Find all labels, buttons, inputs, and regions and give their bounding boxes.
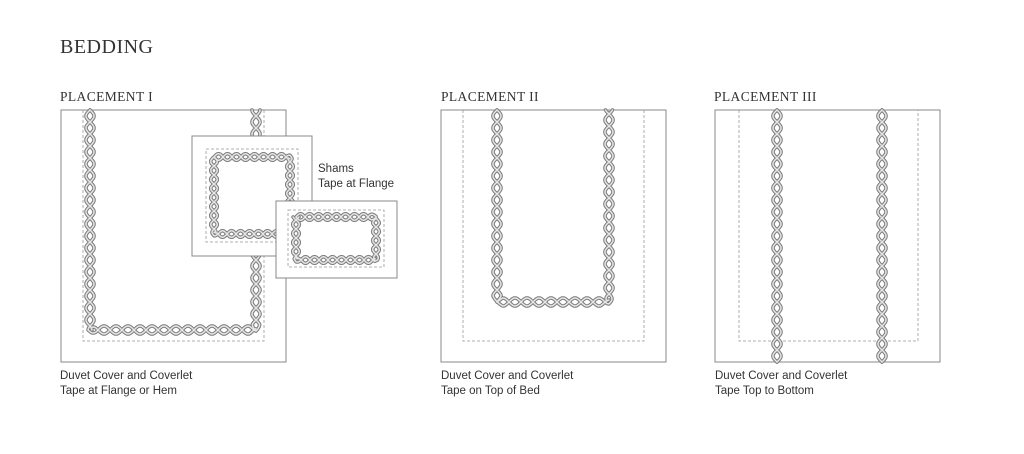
page-title: BEDDING <box>60 36 154 58</box>
placement-1-caption-line-1: Duvet Cover and Coverlet <box>60 370 193 382</box>
placement-3-tape-right-strand-4 <box>877 109 887 363</box>
placement-2-tape <box>491 108 615 308</box>
placement-3-tape-left-strand-4 <box>772 109 782 363</box>
placement-1-heading: PLACEMENT I <box>60 89 154 104</box>
shams-label-line-2: Tape at Flange <box>318 178 395 190</box>
placement-1-caption: Duvet Cover and Coverlet Tape at Flange … <box>60 369 192 399</box>
placement-3-duvet <box>714 108 941 364</box>
sham-boudoir-tape-strand-4 <box>292 213 380 264</box>
placement-2-tape-strand-4 <box>492 109 614 307</box>
placement-3-tape <box>771 108 888 364</box>
placement-2-caption: Duvet Cover and Coverlet Tape on Top of … <box>441 369 573 399</box>
sham-boudoir-tape-strand-3 <box>292 213 380 264</box>
placement-2-heading: PLACEMENT II <box>441 89 539 104</box>
placement-2-caption-line-2: Tape on Top of Bed <box>441 385 540 397</box>
placement-3-tape-left-strand-3 <box>772 109 782 363</box>
placement-3-caption-line-2: Tape Top to Bottom <box>715 385 814 397</box>
shams-label-line-1: Shams <box>318 163 354 175</box>
placement-3-caption: Duvet Cover and Coverlet Tape Top to Bot… <box>715 369 847 399</box>
placement-2-tape-strand-3 <box>492 109 614 307</box>
placement-2-duvet <box>440 108 667 363</box>
shams-label: Shams Tape at Flange <box>318 162 394 192</box>
placement-3-tape-right-strand-3 <box>877 109 887 363</box>
sham-boudoir-tape <box>291 212 381 265</box>
placement-1-caption-line-2: Tape at Flange or Hem <box>60 385 177 397</box>
placement-2-caption-line-1: Duvet Cover and Coverlet <box>441 370 574 382</box>
placement-3-heading: PLACEMENT III <box>714 89 817 104</box>
placement-3-caption-line-1: Duvet Cover and Coverlet <box>715 370 848 382</box>
sham-boudoir <box>275 200 398 279</box>
